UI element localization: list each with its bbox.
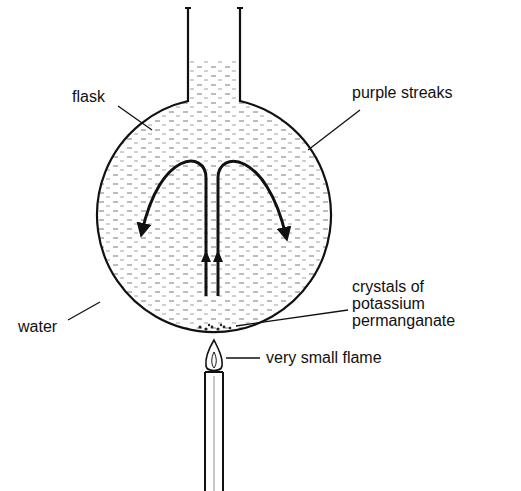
crystals bbox=[199, 324, 232, 331]
flame bbox=[206, 340, 222, 371]
leader-line bbox=[118, 106, 152, 130]
leader-line bbox=[236, 310, 348, 326]
burner-shading bbox=[214, 376, 215, 491]
part-label: crystals of potassium permanganate bbox=[352, 278, 470, 329]
flame-inner bbox=[212, 352, 217, 368]
water-texture bbox=[90, 60, 340, 340]
flask-lip bbox=[185, 7, 191, 9]
arrow-head bbox=[201, 250, 211, 262]
part-label: very small flame bbox=[266, 349, 382, 366]
part-label: water bbox=[18, 318, 57, 335]
leader-line bbox=[308, 110, 360, 150]
arrow-head bbox=[213, 250, 223, 262]
flask-lip bbox=[237, 7, 243, 9]
convection-arrow bbox=[142, 161, 206, 296]
convection-arrow bbox=[218, 161, 286, 296]
part-label: flask bbox=[72, 88, 105, 105]
part-label: purple streaks bbox=[352, 84, 453, 101]
leader-line bbox=[226, 357, 260, 358]
leader-line bbox=[68, 302, 100, 320]
burner-tube bbox=[205, 372, 223, 491]
flask-outline bbox=[97, 8, 331, 332]
